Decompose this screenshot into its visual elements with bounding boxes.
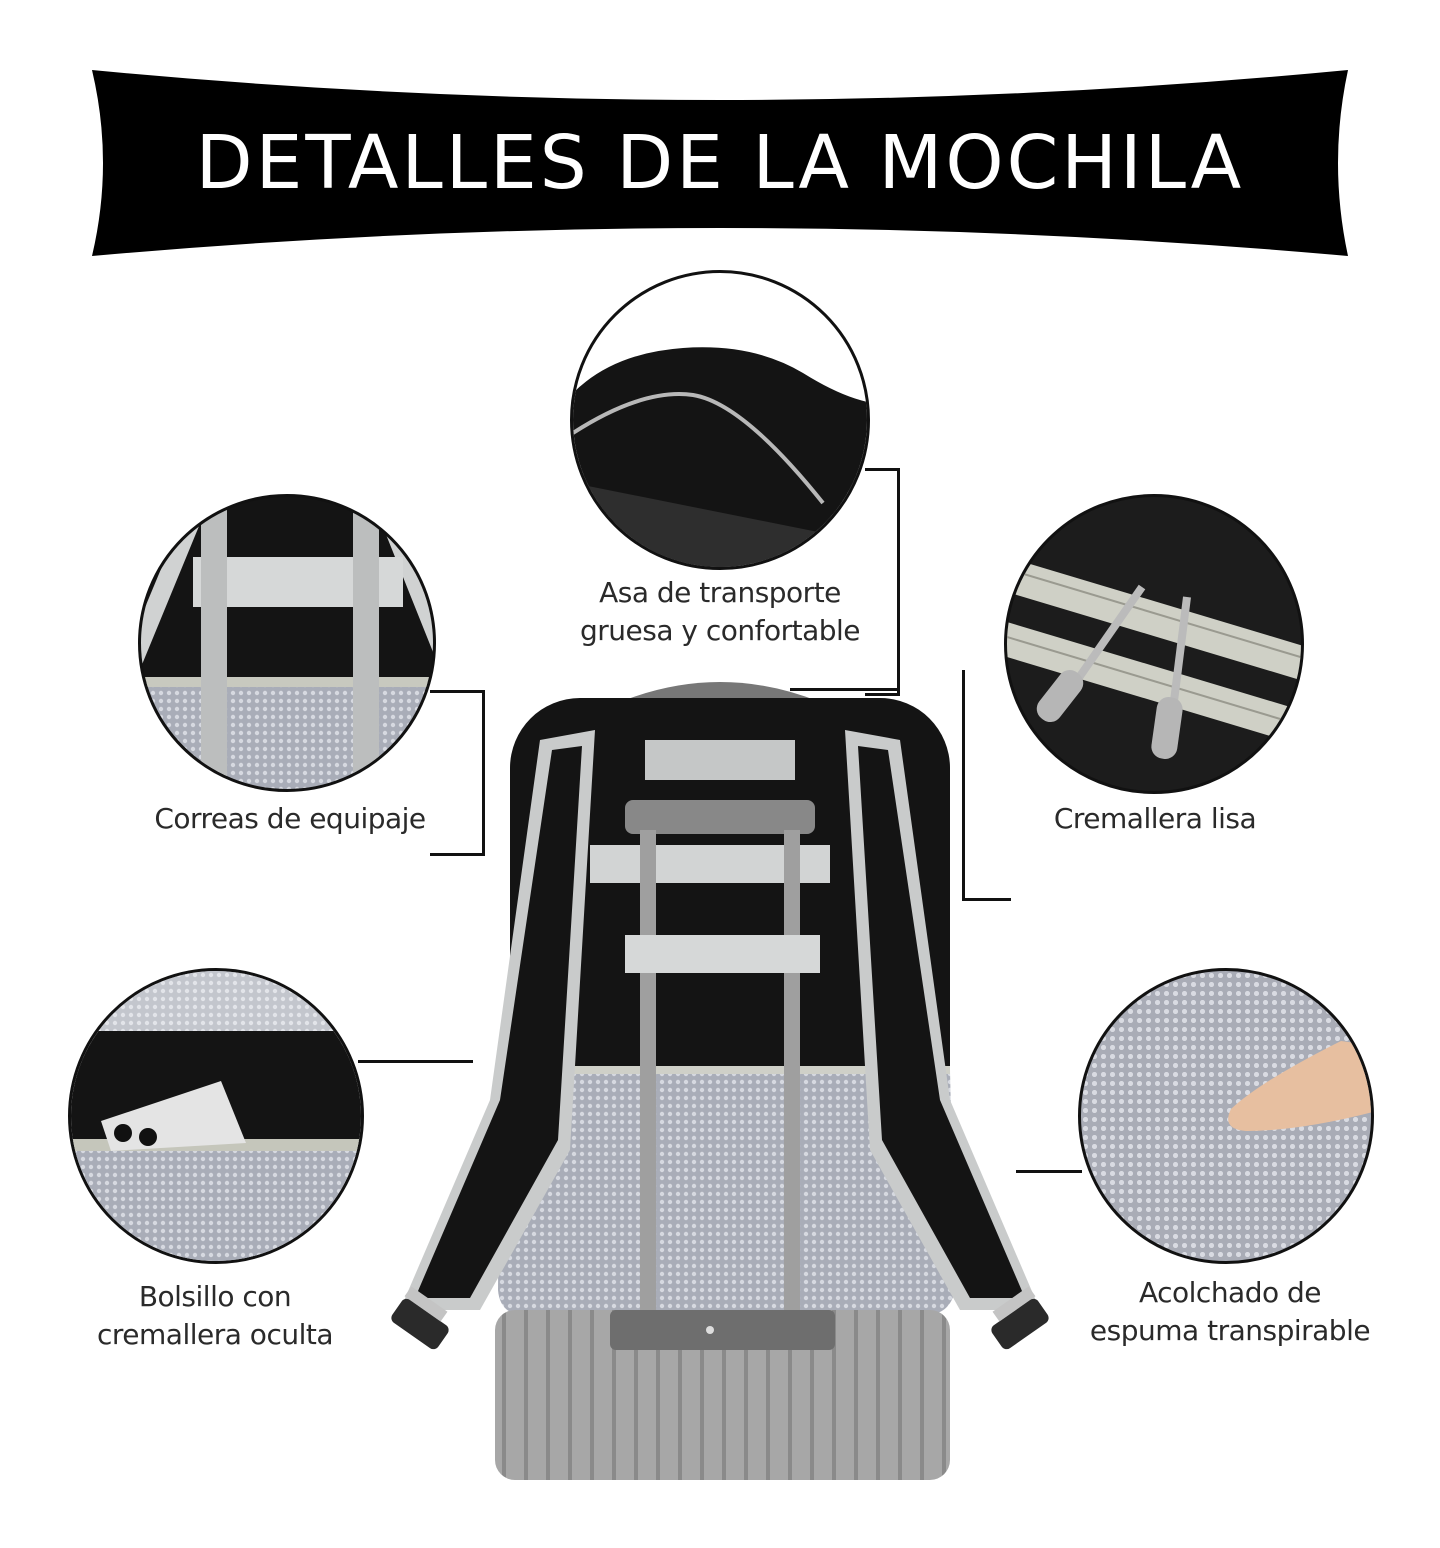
banner-shape bbox=[92, 70, 1348, 256]
luggage-strap-detail-circle bbox=[138, 494, 436, 792]
connector-handle bbox=[865, 468, 900, 696]
connector-luggage-strap bbox=[430, 690, 485, 856]
backpack-product-image bbox=[370, 670, 1070, 1490]
handle-label-line2: gruesa y confortable bbox=[579, 614, 861, 647]
hidden-pocket-detail-circle bbox=[68, 968, 364, 1264]
hidden-pocket-label-line2: cremallera oculta bbox=[97, 1318, 334, 1351]
handle-label-line1: Asa de transporte bbox=[599, 576, 841, 609]
zipper-label: Cremallera lisa bbox=[1053, 802, 1257, 835]
foam-padding-label: Acolchado de espuma transpirable bbox=[1070, 1274, 1390, 1350]
connector-handle-bottom bbox=[790, 688, 897, 691]
hidden-pocket-label: Bolsillo con cremallera oculta bbox=[60, 1278, 370, 1354]
connector-pocket bbox=[358, 1060, 473, 1063]
connector-foam bbox=[1016, 1170, 1082, 1173]
banner-title: DETALLES DE LA MOCHILA bbox=[195, 120, 1245, 206]
title-banner: DETALLES DE LA MOCHILA bbox=[92, 70, 1348, 256]
foam-padding-detail-circle bbox=[1078, 968, 1374, 1264]
connector-zipper bbox=[962, 670, 1011, 901]
handle-detail-circle bbox=[570, 270, 870, 570]
foam-padding-label-line2: espuma transpirable bbox=[1089, 1314, 1371, 1347]
handle-label: Asa de transporte gruesa y confortable bbox=[555, 574, 885, 650]
zipper-detail-circle bbox=[1004, 494, 1304, 794]
hidden-pocket-label-line1: Bolsillo con bbox=[138, 1280, 292, 1313]
luggage-strap-label: Correas de equipaje bbox=[154, 802, 426, 835]
foam-padding-label-line1: Acolchado de bbox=[1138, 1276, 1322, 1309]
